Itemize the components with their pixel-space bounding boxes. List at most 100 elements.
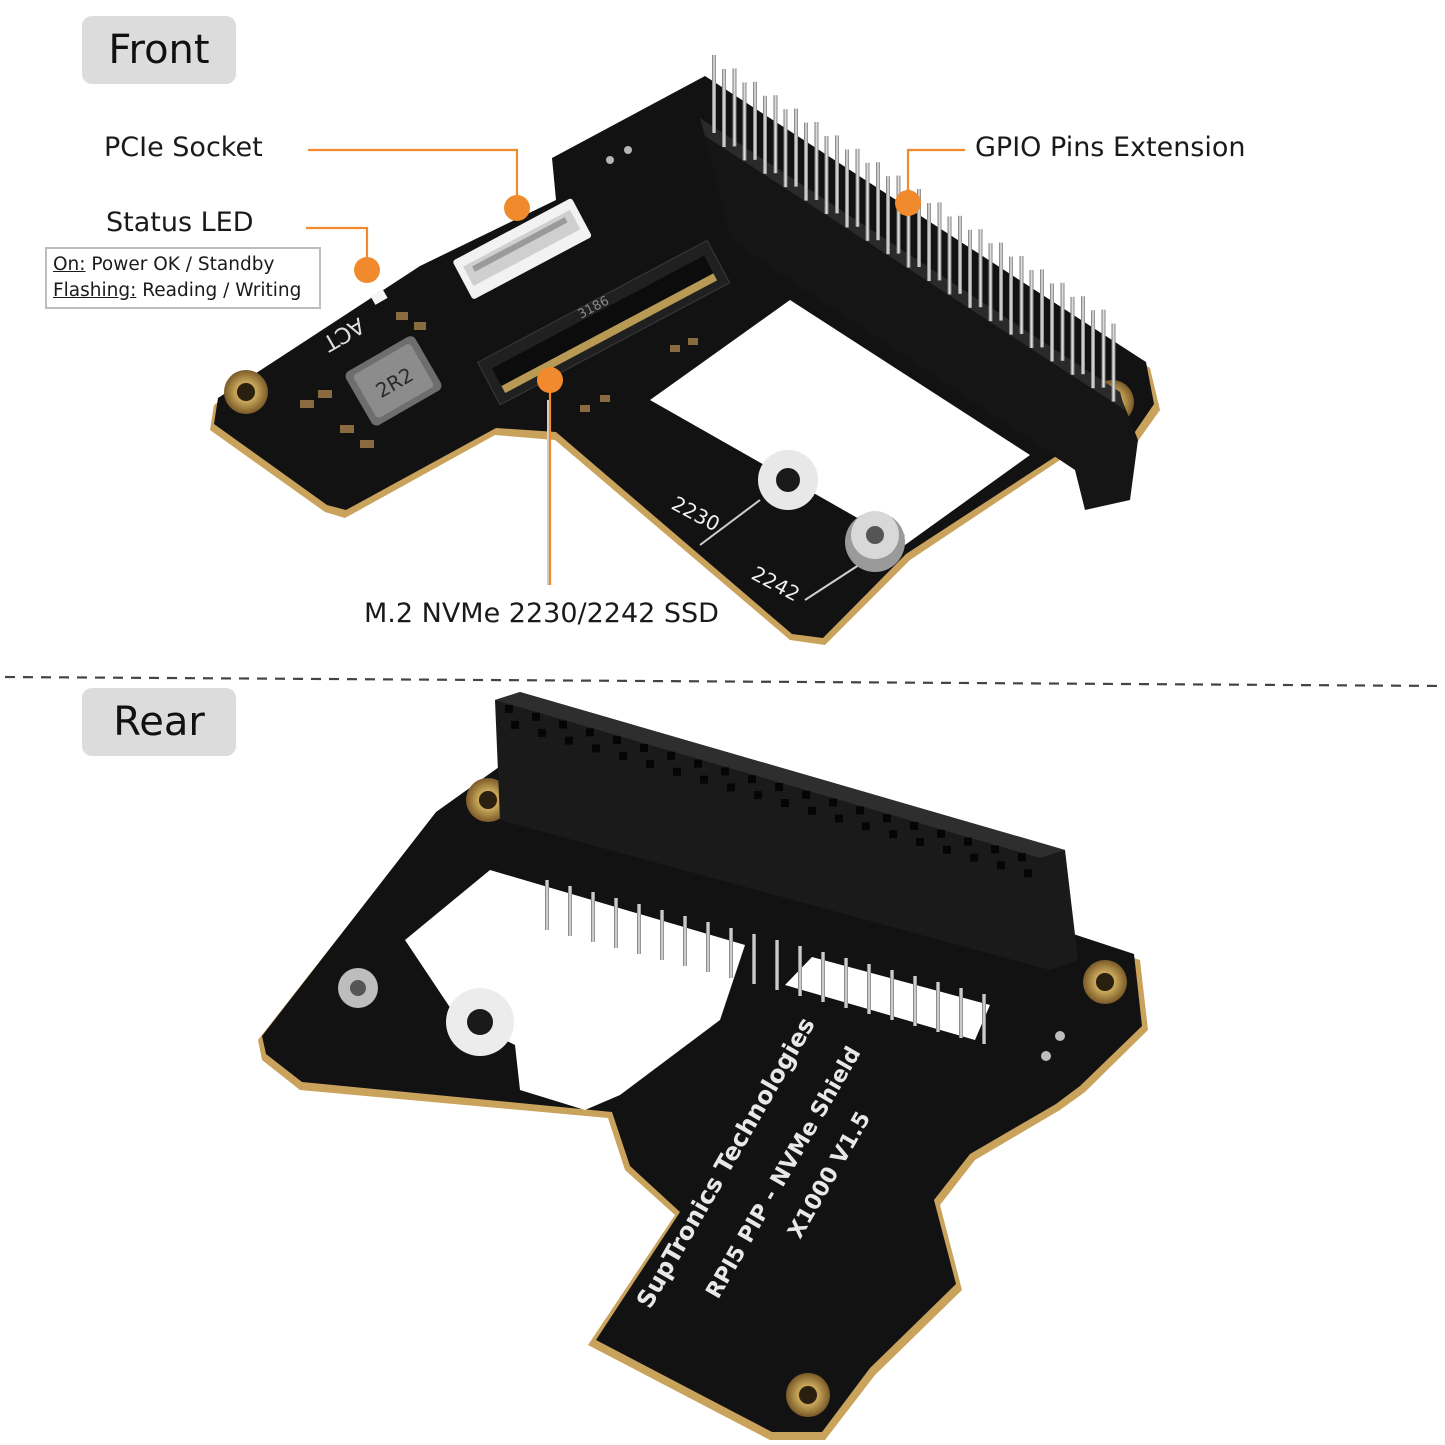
- header-socket-hole: [754, 791, 762, 800]
- header-pin-leg: [706, 922, 710, 972]
- pcie-marker-dot: [504, 195, 530, 221]
- header-socket-hole: [559, 720, 567, 729]
- front-section-tag: Front: [82, 16, 236, 84]
- header-socket-hole: [727, 783, 735, 792]
- header-socket-hole: [511, 721, 519, 729]
- gpio-pin: [937, 202, 942, 281]
- gpio-pin: [978, 229, 983, 308]
- gpio-pin: [783, 109, 788, 188]
- header-pin-leg: [936, 982, 940, 1032]
- header-socket-hole: [856, 806, 864, 815]
- gpio-pin: [1060, 282, 1065, 361]
- header-socket-hole: [538, 728, 546, 737]
- gpio-pin: [742, 82, 747, 161]
- gpio-marker-dot: [895, 190, 921, 216]
- header-pin-leg: [890, 970, 894, 1020]
- gpio-pin: [1081, 296, 1085, 375]
- gpio-pin: [947, 216, 952, 295]
- gpio-pin: [958, 215, 962, 294]
- header-socket-hole: [748, 775, 756, 784]
- header-socket-hole: [997, 861, 1005, 870]
- header-socket-hole: [646, 760, 654, 768]
- header-socket-hole: [613, 736, 621, 745]
- header-socket-hole: [808, 806, 816, 815]
- gpio-pin: [814, 122, 819, 200]
- gpio-pin: [763, 95, 767, 174]
- header-pin-leg: [798, 946, 802, 996]
- gpio-header-front: [700, 55, 1138, 510]
- header-socket-hole: [775, 783, 783, 791]
- header-pin-leg: [660, 910, 664, 960]
- header-socket-hole: [1018, 853, 1026, 862]
- header-socket-hole: [910, 822, 918, 830]
- legend-flash-value: Reading / Writing: [136, 280, 302, 301]
- gpio-pin: [722, 69, 726, 147]
- header-socket-hole: [592, 744, 600, 753]
- gpio-pin: [794, 108, 798, 187]
- gpio-pins-label: GPIO Pins Extension: [975, 132, 1246, 163]
- header-pin-leg: [591, 892, 595, 942]
- gpio-pin: [1019, 256, 1024, 334]
- header-socket-hole: [835, 814, 843, 823]
- legend-row-on: On: Power OK / Standby: [53, 252, 313, 278]
- gpio-pin: [906, 189, 911, 268]
- header-pin-leg: [913, 976, 917, 1026]
- header-socket-hole: [916, 838, 924, 846]
- gpio-pin: [773, 95, 778, 174]
- gpio-pin: [927, 203, 931, 281]
- gpio-pin: [1091, 310, 1095, 389]
- header-pin-leg: [959, 988, 963, 1038]
- header-pin-leg: [867, 964, 871, 1014]
- legend-flash-key: Flashing:: [53, 280, 137, 301]
- gpio-pin: [845, 149, 849, 228]
- header-socket-hole: [829, 798, 837, 807]
- header-socket-hole: [619, 752, 627, 761]
- header-socket-hole: [667, 751, 675, 760]
- header-pin-leg: [821, 952, 825, 1002]
- header-pin-leg: [775, 940, 779, 990]
- gpio-pin: [886, 176, 890, 255]
- header-pin-leg: [752, 934, 756, 984]
- led-marker-dot: [354, 257, 380, 283]
- header-socket-hole: [586, 728, 594, 737]
- header-socket-hole: [673, 767, 681, 776]
- gpio-pin: [753, 81, 757, 160]
- gpio-pin: [917, 189, 921, 267]
- gpio-pin: [876, 162, 880, 241]
- gpio-pin: [988, 243, 993, 322]
- status-led-label: Status LED: [106, 207, 254, 238]
- pcie-socket-label: PCIe Socket: [104, 132, 263, 163]
- header-socket-hole: [505, 705, 513, 713]
- gpio-pin: [896, 175, 901, 254]
- gpio-pin: [1029, 270, 1034, 348]
- gpio-pin: [732, 68, 737, 147]
- header-socket-hole: [943, 845, 951, 854]
- gpio-pin: [824, 136, 829, 214]
- gpio-pin: [1050, 283, 1054, 362]
- header-socket-hole: [565, 736, 573, 745]
- header-socket-hole: [964, 837, 972, 846]
- header-pin-leg: [982, 994, 986, 1044]
- gpio-pin: [855, 148, 860, 227]
- gpio-pin: [968, 229, 972, 308]
- header-socket-hole: [937, 829, 945, 838]
- header-pin-leg: [729, 928, 733, 978]
- rear-board: SupTronics Technologies RPI5 PIP - NVMe …: [258, 692, 1148, 1440]
- header-socket-hole: [781, 799, 789, 807]
- header-socket-hole: [721, 767, 729, 776]
- gpio-pin: [804, 122, 808, 201]
- gpio-pin: [999, 242, 1003, 321]
- gpio-pin: [865, 162, 870, 241]
- header-socket-hole: [991, 845, 999, 854]
- header-socket-hole: [802, 790, 810, 799]
- header-pin-leg: [568, 886, 572, 936]
- gpio-pin: [1101, 309, 1106, 388]
- gpio-pin: [1070, 296, 1075, 375]
- header-socket-hole: [970, 853, 978, 862]
- header-socket-hole: [640, 744, 648, 752]
- header-socket-hole: [883, 814, 891, 823]
- section-divider: [4, 675, 1445, 688]
- gpio-pin: [712, 55, 716, 133]
